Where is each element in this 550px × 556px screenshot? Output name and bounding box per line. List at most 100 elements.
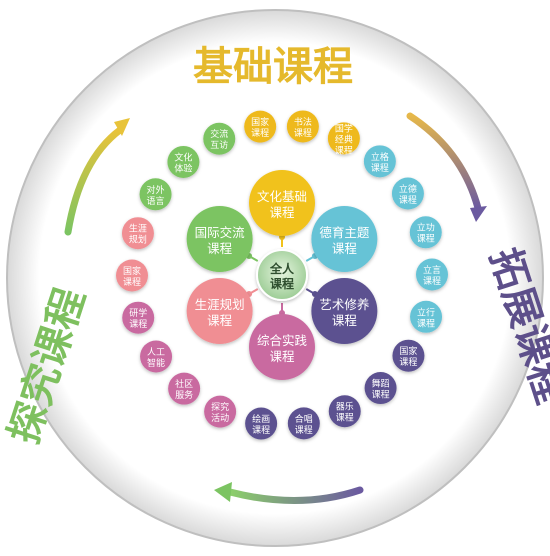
ring-course-12-label-line-1: 活动 <box>211 412 229 424</box>
ring-course-17-circle <box>121 217 154 250</box>
ring-course-3-label-line-1: 课程 <box>399 195 417 206</box>
arrowhead-bottom <box>214 482 232 502</box>
ring-course-9-label-line-1: 课程 <box>336 413 354 424</box>
ring-course-2-label-line-0: 立格 <box>371 151 389 163</box>
ring-course-6-circle <box>410 300 443 333</box>
ring-course-14-label-line-1: 智能 <box>147 357 165 369</box>
ring-course-9-label-line-0: 器乐 <box>336 401 354 413</box>
ring-course-3-label-line-0: 立德 <box>399 183 417 195</box>
center-label-line-1: 课程 <box>270 276 294 291</box>
mid-intl-label-line-0: 国际交流 <box>195 225 246 240</box>
ring-course-10-circle <box>287 407 320 440</box>
ring-course-7-label-line-0: 国家 <box>399 345 417 357</box>
ring-course-6-label-line-0: 立行 <box>417 306 435 318</box>
ring-course-0-circle <box>286 110 319 143</box>
ring-course-3-circle <box>391 177 424 210</box>
ring-course-2-label-line-1: 课程 <box>371 163 389 174</box>
ring-course-18-circle <box>139 178 172 211</box>
ring-course-0-label-line-0: 书法 <box>294 116 312 128</box>
ring-course-19-label-line-0: 文化 <box>174 151 192 163</box>
mid-practice-label-line-0: 综合实践 <box>257 333 308 348</box>
ring-course-16-label-line-0: 国家 <box>123 265 141 277</box>
ring-course-8-label-line-0: 舞蹈 <box>372 379 390 390</box>
ring-course-4-circle <box>409 216 442 249</box>
mid-culture-label-line-0: 文化基础 <box>257 189 307 204</box>
ring-course-6-label-line-1: 课程 <box>417 318 435 329</box>
ring-course-8-label-line-1: 课程 <box>372 390 390 401</box>
ring-course-8-circle <box>364 372 397 405</box>
arc-top-right <box>406 112 482 212</box>
mid-intl-circle <box>186 206 253 272</box>
ring-course-18-label-line-0: 对外 <box>147 184 165 196</box>
ring-course-19-label-line-1: 体验 <box>174 162 192 174</box>
mid-art-label-line-1: 课程 <box>332 313 358 328</box>
arc-bottom <box>226 486 364 504</box>
ring-course-11-circle <box>245 407 278 440</box>
ring-course-2-circle <box>363 145 396 178</box>
ring-course-1-circle <box>327 122 360 155</box>
ring-course-19-circle <box>167 145 200 178</box>
ring-course-12-label-line-0: 探究 <box>211 401 229 413</box>
mid-practice-circle <box>249 314 315 380</box>
ring-course-20-circle <box>203 122 236 155</box>
ring-course-5-label-line-1: 课程 <box>423 276 441 287</box>
ring-course-13-circle <box>168 372 201 405</box>
ring-course-12-circle <box>204 395 237 428</box>
mid-career-label-line-0: 生涯规划 <box>195 297 245 312</box>
ring-course-15-circle <box>122 301 155 334</box>
ring-course-7-label-line-1: 课程 <box>399 357 417 368</box>
ring-course-21-label-line-0: 国家 <box>251 116 269 128</box>
mid-career-label-line-1: 课程 <box>207 313 233 328</box>
mid-moral-label-line-1: 课程 <box>332 241 358 256</box>
mid-career-circle <box>186 278 253 344</box>
ring-course-5-circle <box>415 258 448 291</box>
ring-course-16-label-line-1: 课程 <box>123 277 141 288</box>
mid-art-circle <box>311 278 378 344</box>
ring-course-1-label-line-1: 经典 <box>335 133 353 145</box>
ring-courses: 书法课程国学经典课程立格课程立德课程立功课程立言课程立行课程国家课程舞蹈课程器乐… <box>116 110 448 440</box>
ring-course-18-label-line-1: 语言 <box>147 195 165 207</box>
mid-art-label-line-0: 艺术修养 <box>319 297 369 312</box>
ring-course-7-circle <box>392 339 425 372</box>
mid-intl-label-line-1: 课程 <box>207 241 233 256</box>
ring-course-16-circle <box>116 259 149 292</box>
ring-course-10-label-line-1: 课程 <box>295 425 313 436</box>
ring-course-15-label-line-0: 研学 <box>129 307 147 319</box>
ring-course-21-label-line-1: 课程 <box>251 128 269 139</box>
ring-course-10-label-line-0: 合唱 <box>295 413 313 425</box>
mid-culture-label-line-1: 课程 <box>269 205 295 220</box>
ring-course-20-label-line-1: 互访 <box>210 140 228 151</box>
ring-course-5-label-line-0: 立言 <box>423 264 441 276</box>
ring-course-9-circle <box>328 395 361 428</box>
ring-course-11-label-line-1: 课程 <box>252 425 270 436</box>
ring-course-4-label-line-1: 课程 <box>417 234 435 245</box>
ring-course-0-label-line-1: 课程 <box>294 128 312 139</box>
ring-course-11-label-line-0: 绘画 <box>252 413 270 425</box>
ring-course-1-label-line-2: 课程 <box>335 145 353 156</box>
ring-course-13-label-line-1: 服务 <box>175 389 193 401</box>
ring-course-1-label-line-0: 国学 <box>335 122 353 134</box>
